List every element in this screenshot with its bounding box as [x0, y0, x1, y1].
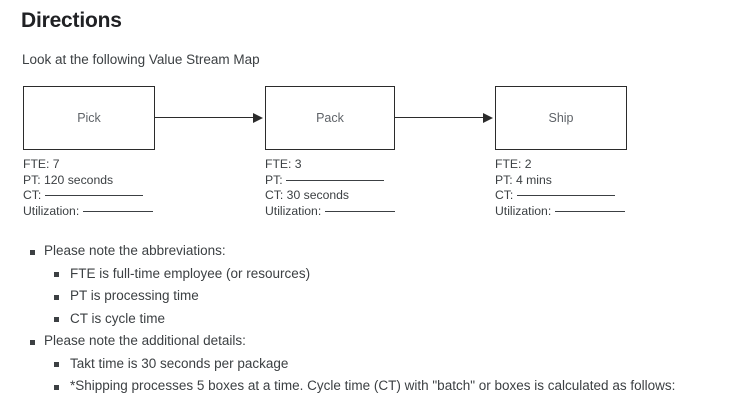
square-bullet-icon: [54, 384, 59, 390]
process-box-pack: Pack: [265, 86, 395, 150]
metric-ct-pick-label: CT:: [23, 188, 42, 203]
notes-sublist-additional-details: Takt time is 30 seconds per package *Shi…: [44, 353, 742, 398]
arrow-head-icon: [253, 112, 263, 123]
metric-fte-pick: FTE: 7: [23, 157, 60, 171]
square-bullet-icon: [30, 339, 35, 345]
metric-utilization-ship-label: Utilization:: [495, 203, 552, 218]
metric-ct-pick-blank[interactable]: [44, 195, 143, 197]
note-abbreviations-heading: Please note the abbreviations:: [44, 243, 226, 258]
metric-utilization-pack-blank[interactable]: [324, 210, 395, 212]
metric-pt-pack-blank[interactable]: [286, 179, 384, 181]
metric-utilization-pack-label: Utilization:: [265, 203, 322, 218]
arrow-head-icon: [483, 112, 493, 123]
process-box-pack-label: Pack: [316, 111, 344, 125]
metric-pt-pack: PT:: [265, 173, 395, 189]
list-item: Please note the additional details: Takt…: [30, 330, 742, 398]
metric-utilization-ship: Utilization:: [495, 204, 625, 220]
metric-utilization-pick-blank[interactable]: [82, 210, 153, 212]
process-box-pick-label: Pick: [77, 111, 101, 125]
metric-ct-ship-label: CT:: [495, 188, 514, 203]
square-bullet-icon: [54, 362, 59, 367]
list-item: FTE is full-time employee (or resources): [54, 263, 742, 286]
metrics-block-ship: FTE: 2 PT: 4 mins CT: Utilization:: [495, 157, 625, 219]
metric-ct-pick: CT:: [23, 188, 153, 204]
metric-fte-pack: FTE: 3: [265, 157, 302, 171]
metric-pt-pick: PT: 120 seconds: [23, 172, 114, 187]
page-title: Directions: [21, 9, 122, 32]
metric-pt-ship: PT: 4 mins: [495, 172, 552, 187]
intro-instruction-text: Look at the following Value Stream Map: [22, 52, 260, 67]
value-stream-map-diagram: Pick Pack Ship FTE: 7 PT: 120 seconds CT…: [23, 86, 627, 219]
metric-utilization-ship-blank[interactable]: [554, 210, 625, 212]
process-box-ship: Ship: [495, 86, 627, 150]
note-shipping-batch: *Shipping processes 5 boxes at a time. C…: [70, 378, 676, 393]
metric-ct-ship: CT:: [495, 188, 625, 204]
list-item: CT is cycle time: [54, 308, 742, 331]
process-box-pick: Pick: [23, 86, 155, 150]
square-bullet-icon: [54, 272, 59, 277]
notes-sublist-abbreviations: FTE is full-time employee (or resources)…: [44, 263, 742, 331]
flow-arrow-pack-to-ship: [395, 112, 495, 123]
metrics-block-pack: FTE: 3 PT: CT: 30 seconds Utilization:: [265, 157, 395, 219]
note-abbreviation-fte: FTE is full-time employee (or resources): [70, 265, 311, 281]
square-bullet-icon: [54, 294, 59, 300]
metric-utilization-pack: Utilization:: [265, 204, 395, 220]
note-abbreviation-pt: PT is processing time: [70, 288, 199, 303]
arrow-shaft-icon: [155, 117, 255, 119]
metric-ct-pack: CT: 30 seconds: [265, 188, 350, 203]
list-item: *Shipping processes 5 boxes at a time. C…: [54, 375, 742, 398]
note-abbreviation-ct: CT is cycle time: [70, 310, 166, 326]
list-item: Please note the abbreviations: FTE is fu…: [30, 240, 742, 331]
list-item: PT is processing time: [54, 285, 742, 308]
arrow-shaft-icon: [395, 117, 485, 119]
process-box-ship-label: Ship: [548, 111, 574, 125]
metrics-block-pick: FTE: 7 PT: 120 seconds CT: Utilization:: [23, 157, 153, 219]
metric-pt-pack-label: PT:: [265, 172, 283, 187]
square-bullet-icon: [54, 317, 59, 322]
square-bullet-icon: [30, 249, 35, 255]
note-additional-details-heading: Please note the additional details:: [44, 333, 246, 348]
notes-section: Please note the abbreviations: FTE is fu…: [22, 240, 742, 398]
notes-list: Please note the abbreviations: FTE is fu…: [22, 240, 742, 398]
metric-utilization-pick: Utilization:: [23, 204, 153, 220]
metric-utilization-pick-label: Utilization:: [23, 203, 80, 218]
note-takt-time: Takt time is 30 seconds per package: [70, 355, 289, 371]
metric-ct-ship-blank[interactable]: [516, 195, 615, 197]
metric-fte-ship: FTE: 2: [495, 157, 532, 171]
flow-arrow-pick-to-pack: [155, 112, 265, 123]
list-item: Takt time is 30 seconds per package: [54, 353, 742, 376]
